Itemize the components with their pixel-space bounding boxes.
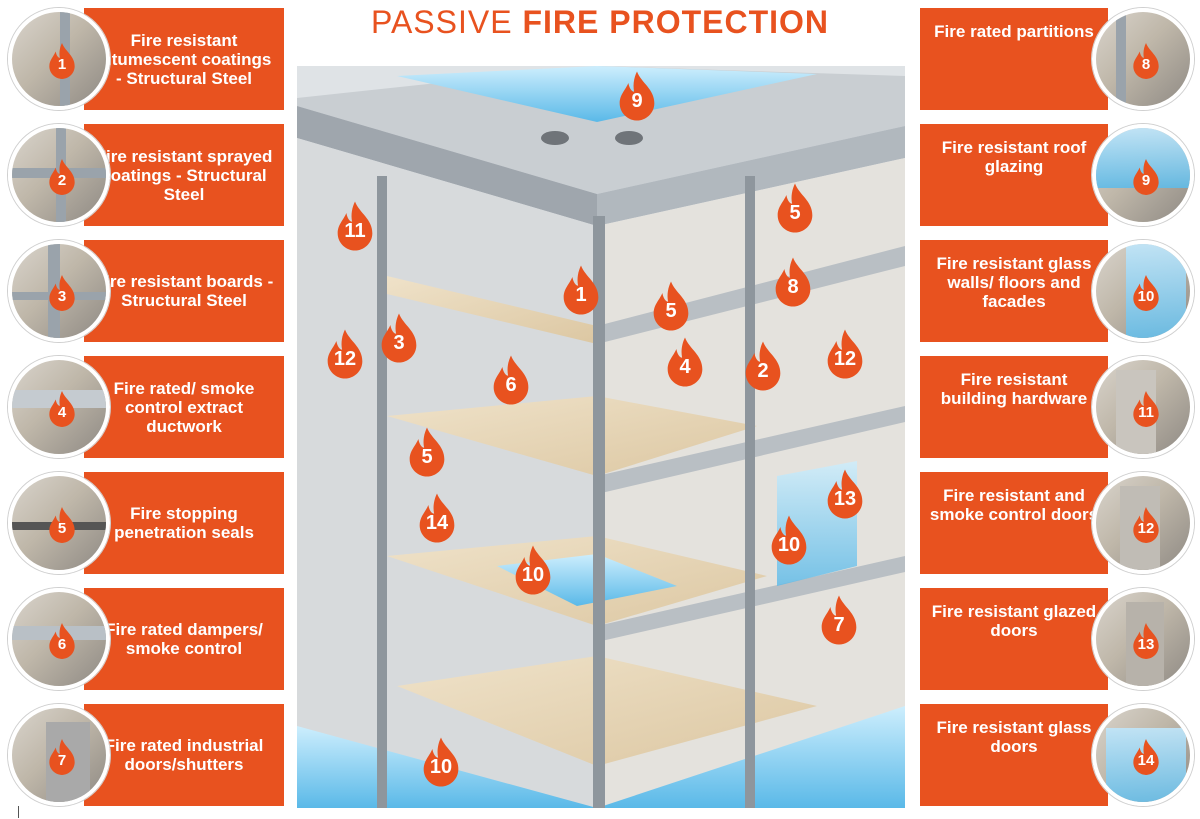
legend-label: Fire rated partitions: [920, 8, 1108, 110]
legend-thumbnail: 5: [8, 472, 110, 574]
legend-card-5: Fire stopping penetration seals 5: [2, 472, 284, 574]
legend-thumbnail: 8: [1092, 8, 1194, 110]
marker-14: 14: [415, 492, 459, 544]
flame-icon: 11: [1130, 390, 1162, 428]
marker-5c: 5: [405, 426, 449, 478]
legend-label: Fire resistant sprayed coatings - Struct…: [84, 124, 284, 226]
marker-12b: 12: [823, 328, 867, 380]
marker-1: 1: [559, 264, 603, 316]
legend-card-14: Fire resistant glass doors 14: [916, 704, 1198, 806]
page-edge-mark: [18, 806, 19, 818]
legend-label: Fire resistant boards - Structural Steel: [84, 240, 284, 342]
legend-thumbnail: 11: [1092, 356, 1194, 458]
marker-9: 9: [615, 70, 659, 122]
marker-13: 13: [823, 468, 867, 520]
title-bold: FIRE PROTECTION: [522, 4, 830, 40]
marker-12: 12: [323, 328, 367, 380]
legend-thumbnail: 4: [8, 356, 110, 458]
flame-icon: 3: [46, 274, 78, 312]
flame-icon: 6: [46, 622, 78, 660]
legend-card-9: Fire resistant roof glazing 9: [916, 124, 1198, 226]
legend-card-1: Fire resistant intumescent coatings - St…: [2, 8, 284, 110]
legend-card-7: Fire rated industrial doors/shutters 7: [2, 704, 284, 806]
legend-card-3: Fire resistant boards - Structural Steel…: [2, 240, 284, 342]
flame-icon: 13: [1130, 622, 1162, 660]
marker-2: 2: [741, 340, 785, 392]
page-title: PASSIVE FIRE PROTECTION: [300, 4, 900, 41]
legend-label: Fire resistant and smoke control doors: [920, 472, 1108, 574]
legend-thumbnail: 2: [8, 124, 110, 226]
legend-label: Fire rated dampers/ smoke control: [84, 588, 284, 690]
flame-icon: 5: [46, 506, 78, 544]
legend-card-11: Fire resistant building hardware 11: [916, 356, 1198, 458]
legend-card-4: Fire rated/ smoke control extract ductwo…: [2, 356, 284, 458]
flame-icon: 12: [1130, 506, 1162, 544]
legend-card-8: Fire rated partitions 8: [916, 8, 1198, 110]
flame-icon: 1: [46, 42, 78, 80]
flame-icon: 9: [1130, 158, 1162, 196]
legend-thumbnail: 13: [1092, 588, 1194, 690]
marker-10b: 10: [511, 544, 555, 596]
flame-icon: 2: [46, 158, 78, 196]
legend-label: Fire rated/ smoke control extract ductwo…: [84, 356, 284, 458]
marker-7: 7: [817, 594, 861, 646]
flame-icon: 8: [1130, 42, 1162, 80]
legend-thumbnail: 12: [1092, 472, 1194, 574]
legend-left: Fire resistant intumescent coatings - St…: [2, 8, 284, 819]
marker-11: 11: [333, 200, 377, 252]
legend-card-12: Fire resistant and smoke control doors 1…: [916, 472, 1198, 574]
legend-thumbnail: 9: [1092, 124, 1194, 226]
legend-thumbnail: 1: [8, 8, 110, 110]
flame-icon: 4: [46, 390, 78, 428]
marker-5: 5: [773, 182, 817, 234]
legend-thumbnail: 10: [1092, 240, 1194, 342]
marker-6: 6: [489, 354, 533, 406]
legend-thumbnail: 3: [8, 240, 110, 342]
legend-label: Fire resistant intumescent coatings - St…: [84, 8, 284, 110]
legend-label: Fire resistant glazed doors: [920, 588, 1108, 690]
legend-thumbnail: 14: [1092, 704, 1194, 806]
legend-card-2: Fire resistant sprayed coatings - Struct…: [2, 124, 284, 226]
flame-icon: 14: [1130, 738, 1162, 776]
legend-right: Fire rated partitions 8 Fire resistant r…: [916, 8, 1198, 819]
legend-label: Fire resistant glass walls/ floors and f…: [920, 240, 1108, 342]
building-drawing: [297, 66, 905, 808]
legend-label: Fire stopping penetration seals: [84, 472, 284, 574]
legend-label: Fire resistant glass doors: [920, 704, 1108, 806]
legend-label: Fire resistant roof glazing: [920, 124, 1108, 226]
legend-label: Fire rated industrial doors/shutters: [84, 704, 284, 806]
marker-3: 3: [377, 312, 421, 364]
marker-8: 8: [771, 256, 815, 308]
title-light: PASSIVE: [370, 4, 523, 40]
legend-label: Fire resistant building hardware: [920, 356, 1108, 458]
flame-icon: 7: [46, 738, 78, 776]
marker-10c: 10: [419, 736, 463, 788]
marker-5b: 5: [649, 280, 693, 332]
legend-card-13: Fire resistant glazed doors 13: [916, 588, 1198, 690]
legend-card-10: Fire resistant glass walls/ floors and f…: [916, 240, 1198, 342]
legend-card-6: Fire rated dampers/ smoke control 6: [2, 588, 284, 690]
marker-10: 10: [767, 514, 811, 566]
legend-thumbnail: 7: [8, 704, 110, 806]
marker-4: 4: [663, 336, 707, 388]
building-cutaway-illustration: 9 11 5 1 5 8 3 12 6 4 2 12 5 13 14 10 10…: [297, 66, 905, 808]
legend-thumbnail: 6: [8, 588, 110, 690]
flame-icon: 10: [1130, 274, 1162, 312]
